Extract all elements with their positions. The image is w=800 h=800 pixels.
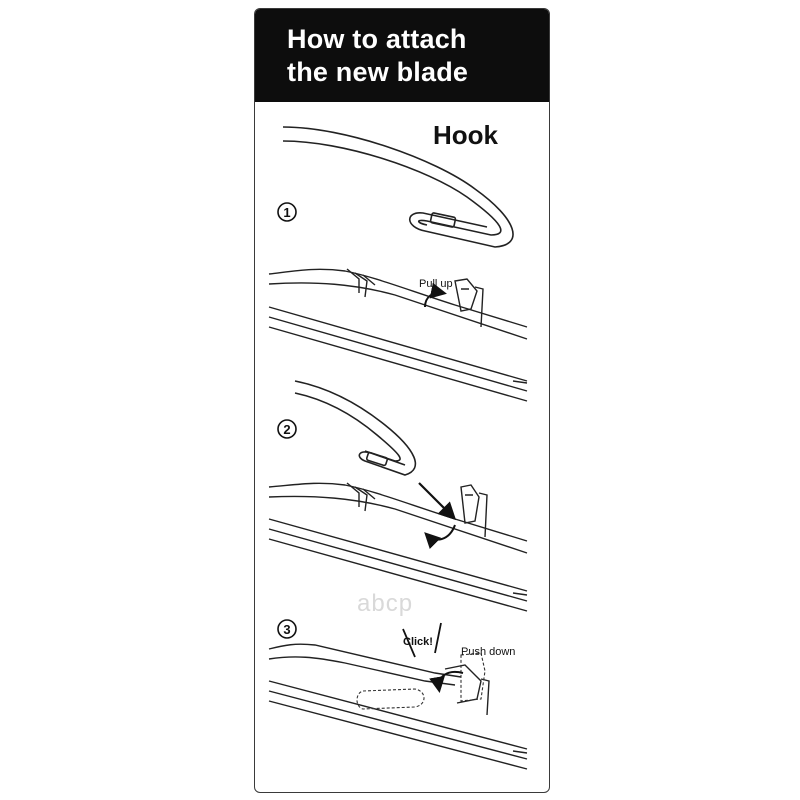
pull-up-label: Pull up — [419, 278, 453, 290]
step-3-number: 3 — [283, 622, 290, 637]
step-3: 3 Click! Push down — [268, 619, 528, 770]
step-1-number: 1 — [283, 205, 290, 220]
blade-3 — [268, 643, 528, 770]
hook-label: Hook — [433, 120, 499, 150]
title-line-1: How to attach — [287, 24, 467, 54]
step-1: 1 Pull up — [268, 202, 528, 402]
wiper-arm-hook-2 — [294, 380, 417, 476]
insert-arrow — [418, 482, 457, 521]
title-banner: How to attach the new blade — [255, 9, 549, 102]
step-2: 2 — [268, 380, 528, 612]
hook-arrow — [424, 524, 456, 550]
step-1-badge — [277, 202, 297, 222]
blade-1 — [268, 268, 528, 402]
push-down-label: Push down — [461, 646, 515, 658]
instruction-card: How to attach the new blade Hook 1 — [254, 8, 550, 793]
title-line-2: the new blade — [287, 57, 469, 87]
step-2-number: 2 — [283, 422, 290, 437]
hidden-hook-outline — [356, 652, 486, 710]
pull-up-arrow — [424, 282, 447, 308]
wiper-arm-hook — [282, 126, 514, 248]
step-3-badge — [277, 619, 297, 639]
click-marks — [402, 622, 442, 658]
step-2-badge — [277, 419, 297, 439]
push-down-arrow — [429, 671, 464, 693]
blade-2 — [268, 482, 528, 612]
attachment-diagram: Hook 1 Pull up — [268, 120, 528, 770]
click-label: Click! — [403, 636, 433, 648]
watermark-logo: abcp — [357, 590, 413, 617]
